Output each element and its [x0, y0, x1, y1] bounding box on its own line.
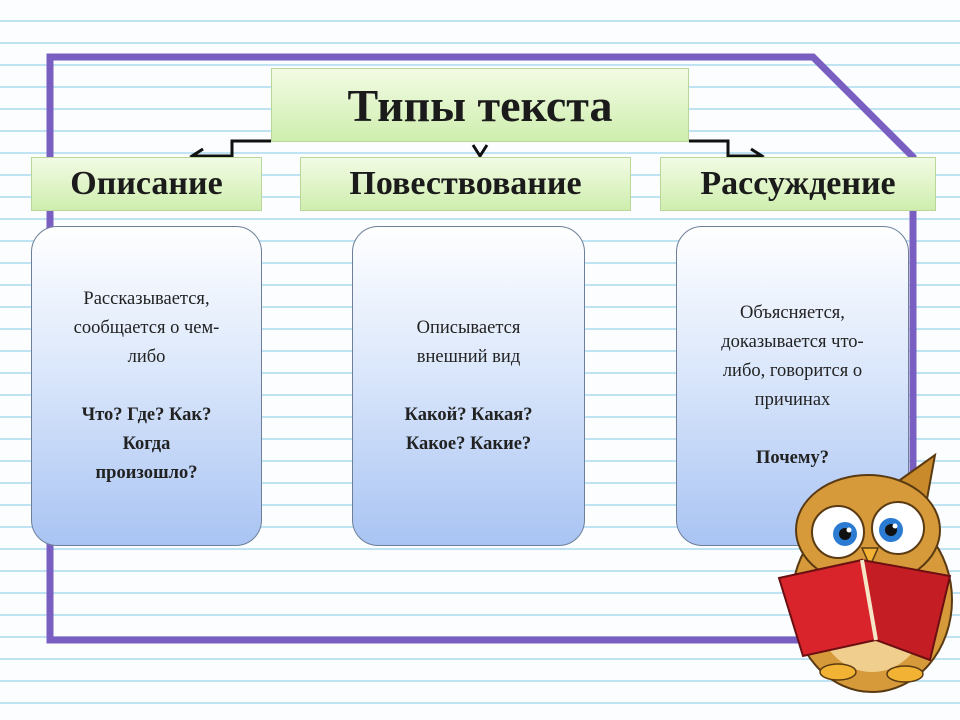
card-description-questions: Что? Где? Как? Когда произошло? — [81, 404, 212, 483]
heading-narration: Повествование — [300, 157, 631, 211]
diagram-title: Типы текста — [271, 68, 689, 142]
heading-description: Описание — [31, 157, 262, 211]
card-description-text: Рассказывается, сообщается о чем- либо — [73, 288, 220, 367]
card-narration-text: Описывается внешний вид — [416, 317, 521, 367]
card-reasoning-text: Объясняется, доказывается что- либо, гов… — [721, 303, 864, 410]
card-description: Рассказывается, сообщается о чем- либо Ч… — [31, 226, 262, 546]
connector-middle-arrow — [471, 144, 489, 159]
heading-reasoning: Рассуждение — [660, 157, 936, 211]
card-narration-questions: Какой? Какая? Какое? Какие? — [404, 404, 533, 454]
card-narration: Описывается внешний вид Какой? Какая? Ка… — [352, 226, 585, 546]
card-reasoning-questions: Почему? — [756, 448, 829, 468]
